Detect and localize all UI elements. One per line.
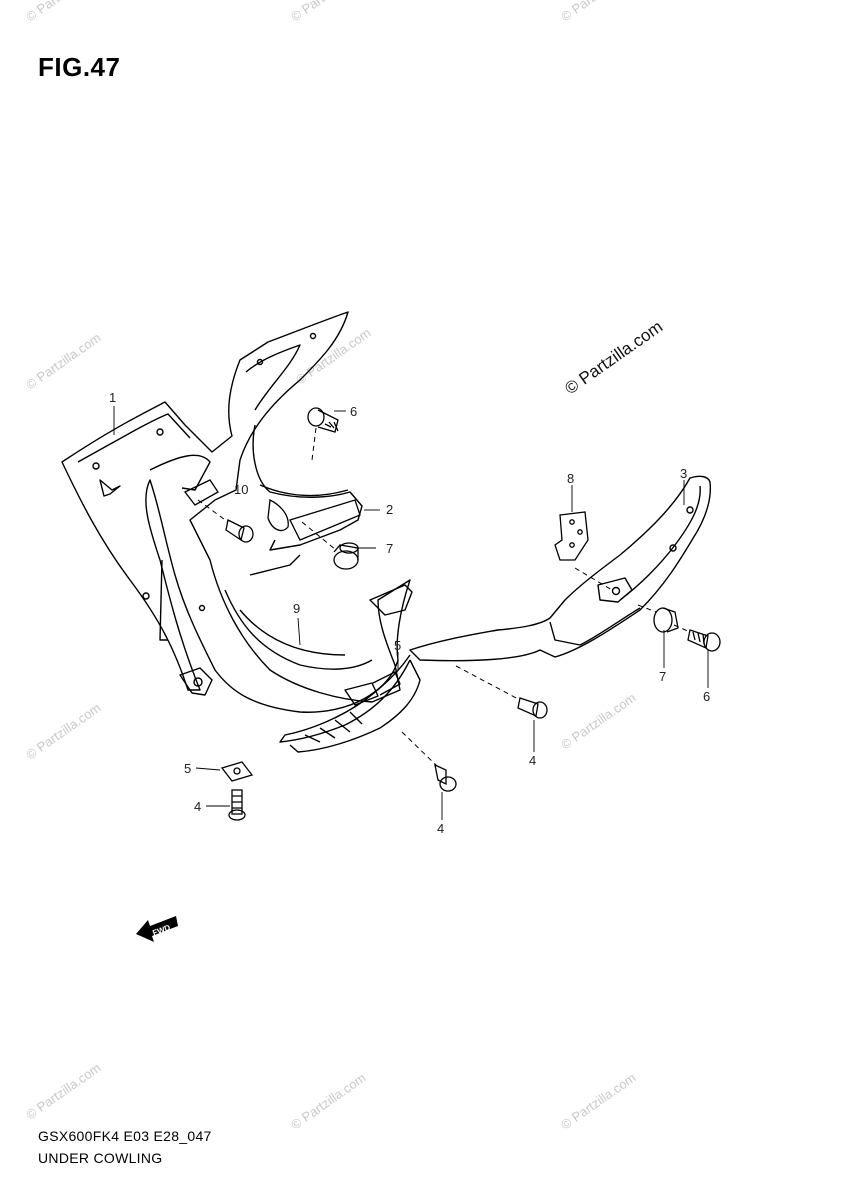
callout-2: 2 — [386, 502, 393, 517]
callout-7-right: 7 — [659, 669, 666, 684]
screw-part-4-loose — [228, 789, 246, 821]
callout-5-loose: 5 — [184, 761, 191, 776]
watermark-main: © Partzilla.com — [561, 317, 666, 398]
watermark: © Partzilla.com — [558, 690, 638, 753]
watermark: © Partzilla.com — [558, 0, 638, 24]
callout-4-loose: 4 — [194, 799, 201, 814]
figure-name: UNDER COWLING — [38, 1150, 163, 1166]
callout-5-upper: 5 — [394, 638, 401, 653]
callout-1: 1 — [109, 390, 116, 405]
right-under-cowling — [279, 475, 712, 753]
callouts: 1 6 10 2 7 8 3 9 5 7 6 4 5 4 4 — [109, 390, 710, 836]
figure-title: FIG.47 — [38, 52, 121, 82]
callout-3: 3 — [680, 466, 687, 481]
left-under-cowling — [61, 311, 413, 713]
screw-part-6-right — [687, 629, 721, 652]
callout-4-lower: 4 — [437, 821, 444, 836]
grommet-part-7-right — [653, 607, 679, 633]
callout-9: 9 — [293, 601, 300, 616]
watermark: © Partzilla.com — [558, 1070, 638, 1133]
leader-lines — [113, 406, 709, 820]
screw-left-bracket — [225, 519, 254, 543]
watermarks: © Partzilla.com © Partzilla.com © Partzi… — [23, 0, 638, 1132]
figure-code: GSX600FK4 E03 E28_047 — [38, 1128, 212, 1144]
watermark: © Partzilla.com — [288, 0, 368, 24]
fwd-arrow-icon: FWD — [136, 916, 178, 942]
callout-4-right: 4 — [529, 753, 536, 768]
watermark: © Partzilla.com — [23, 1060, 103, 1123]
screw-part-6-top — [307, 407, 339, 433]
watermark: © Partzilla.com — [23, 330, 103, 393]
callout-8: 8 — [567, 471, 574, 486]
assembly-lines — [197, 427, 691, 767]
watermark: © Partzilla.com — [288, 1070, 368, 1133]
callout-6-right: 6 — [703, 689, 710, 704]
bracket-part-8 — [554, 511, 589, 561]
watermark: © Partzilla.com — [23, 0, 103, 24]
watermark: © Partzilla.com — [23, 700, 103, 763]
screw-part-4-right — [517, 697, 548, 719]
watermark: © Partzilla.com — [293, 325, 373, 388]
callout-10: 10 — [234, 482, 248, 497]
screw-part-4-lower — [434, 763, 457, 792]
callout-7-left: 7 — [386, 541, 393, 556]
clip-nut-part-5-loose — [220, 761, 254, 782]
grommet-part-7-left — [333, 542, 359, 570]
callout-6-top: 6 — [350, 404, 357, 419]
bracket-part-2 — [183, 479, 361, 541]
